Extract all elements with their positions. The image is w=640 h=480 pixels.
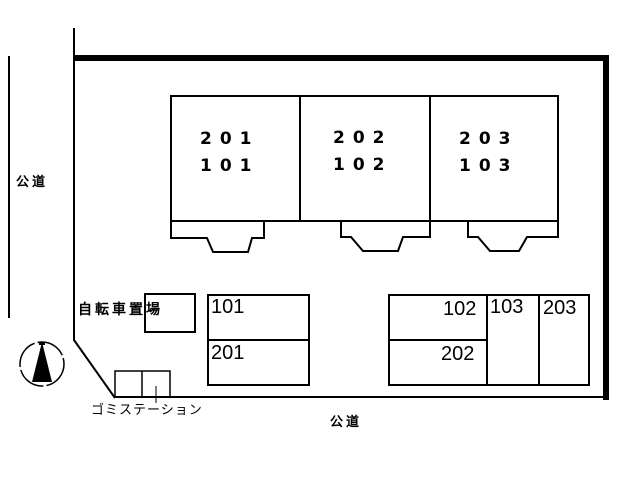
parking-space-201: 201 [211, 342, 245, 364]
unit-lower: 102 [333, 155, 393, 175]
building-unit-2: 202 102 [333, 125, 393, 179]
parking-space-202: 202 [441, 343, 475, 365]
unit-lower: 101 [200, 156, 260, 176]
bicycle-parking-label: 自転車置場 [78, 302, 163, 318]
parking-space-101: 101 [211, 296, 245, 318]
building-unit-3: 203 103 [459, 126, 519, 180]
property-boundary-north-east [74, 55, 609, 400]
west-road-label: 公道 [16, 175, 49, 190]
garbage-station-label: ゴミステーション [91, 403, 203, 418]
building-unit-1: 201 101 [200, 126, 260, 180]
entrance-unit-2 [340, 221, 431, 252]
entrance-unit-3 [467, 221, 559, 252]
entrance-unit-1 [170, 221, 265, 253]
unit-upper: 201 [200, 129, 260, 149]
unit-upper: 202 [333, 128, 393, 148]
building-outline [170, 95, 559, 222]
property-boundary-west [73, 28, 116, 399]
unit-upper: 203 [459, 129, 519, 149]
parking-space-103: 103 [490, 296, 524, 318]
north-compass-icon [19, 341, 65, 387]
parking-space-203: 203 [543, 297, 577, 319]
south-road-label: 公道 [330, 415, 363, 430]
bicycle-parking-area [144, 293, 196, 333]
unit-lower: 103 [459, 156, 519, 176]
parking-space-102: 102 [443, 298, 477, 320]
